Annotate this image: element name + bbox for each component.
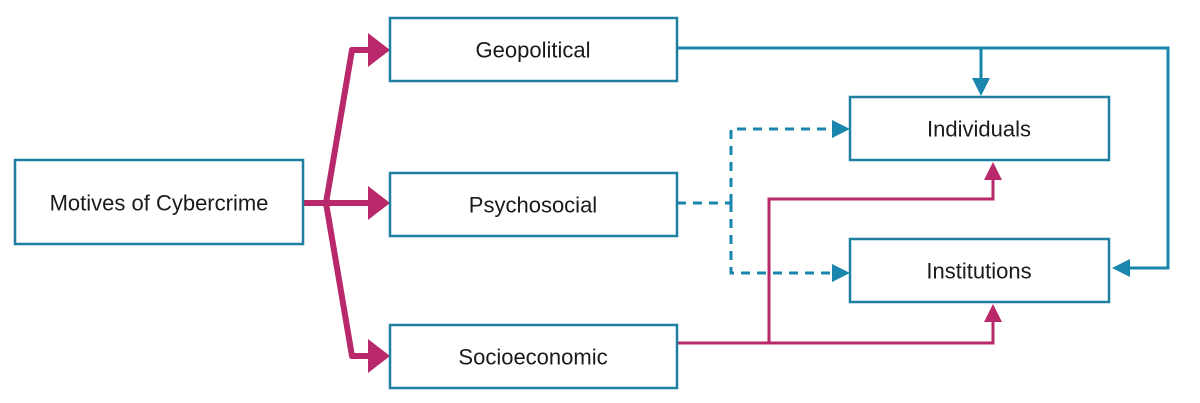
node-geopolitical-label: Geopolitical — [476, 38, 591, 63]
node-motives-label: Motives of Cybercrime — [50, 191, 269, 216]
motive-branch-arrows — [304, 33, 390, 373]
edge-socioeconomic-to-individuals — [767, 180, 995, 343]
arrowhead-socioeconomic-institutions — [984, 304, 1002, 322]
arrowhead-socioeconomic-individuals — [984, 162, 1002, 180]
arrowhead-geopolitical — [368, 33, 390, 67]
edge-psychosocial-to-institutions — [729, 203, 834, 275]
geopolitical-arrows — [677, 46, 1170, 277]
socioeconomic-arrows — [677, 162, 1002, 345]
node-socioeconomic-box — [388, 323, 679, 390]
node-motives-box — [13, 158, 305, 246]
node-geopolitical-box — [388, 16, 679, 83]
node-psychosocial-box — [388, 171, 679, 238]
node-geopolitical: Geopolitical — [388, 16, 679, 83]
arrowhead-psychosocial-institutions — [832, 264, 850, 282]
arrowhead-psychosocial-individuals — [832, 120, 850, 138]
psychosocial-arrows — [677, 120, 850, 282]
node-motives: Motives of Cybercrime — [13, 158, 305, 246]
node-individuals: Individuals — [848, 95, 1111, 162]
arrowhead-geopolitical-institutions — [1112, 259, 1130, 277]
edge-motives-to-geopolitical — [304, 47, 370, 206]
node-socioeconomic: Socioeconomic — [388, 323, 679, 390]
edge-motives-to-socioeconomic — [323, 202, 370, 359]
node-socioeconomic-label: Socioeconomic — [458, 345, 607, 370]
arrowhead-psychosocial — [368, 186, 390, 220]
arrowhead-geopolitical-individuals — [972, 78, 990, 96]
arrowhead-socioeconomic — [368, 339, 390, 373]
node-individuals-label: Individuals — [927, 117, 1031, 142]
node-institutions-label: Institutions — [926, 259, 1031, 284]
node-psychosocial-label: Psychosocial — [469, 193, 597, 218]
edge-psychosocial-to-individuals — [729, 127, 834, 203]
node-institutions: Institutions — [848, 237, 1111, 304]
node-institutions-box — [848, 237, 1111, 304]
node-individuals-box — [848, 95, 1111, 162]
edge-socioeconomic-trunk — [677, 322, 995, 345]
node-psychosocial: Psychosocial — [388, 171, 679, 238]
edge-geopolitical-trunk — [677, 46, 1170, 270]
